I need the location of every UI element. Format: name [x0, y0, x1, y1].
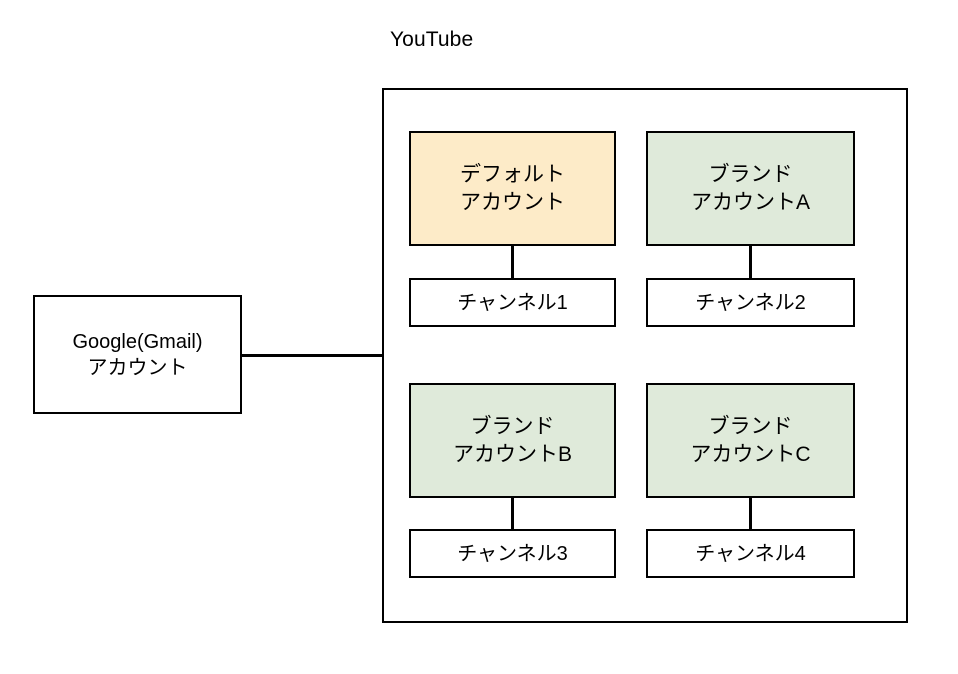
google-gmail-account-node[interactable]: Google(Gmail) アカウント — [33, 295, 242, 414]
connector-brand-account-b-to-channel-3 — [511, 497, 514, 530]
channel-4-node[interactable]: チャンネル4 — [646, 529, 855, 578]
channel-3-node[interactable]: チャンネル3 — [409, 529, 616, 578]
connector-default-account-to-channel-1 — [511, 245, 514, 279]
brand-account-a-node[interactable]: ブランド アカウントA — [646, 131, 855, 246]
connector-brand-account-c-to-channel-4 — [749, 497, 752, 530]
brand-account-c-node[interactable]: ブランド アカウントC — [646, 383, 855, 498]
default-account-node[interactable]: デフォルト アカウント — [409, 131, 616, 246]
channel-2-node[interactable]: チャンネル2 — [646, 278, 855, 327]
connector-google-to-youtube — [241, 354, 384, 357]
youtube-container-label: YouTube — [390, 28, 474, 51]
brand-account-b-node[interactable]: ブランド アカウントB — [409, 383, 616, 498]
connector-brand-account-a-to-channel-2 — [749, 245, 752, 279]
channel-1-node[interactable]: チャンネル1 — [409, 278, 616, 327]
